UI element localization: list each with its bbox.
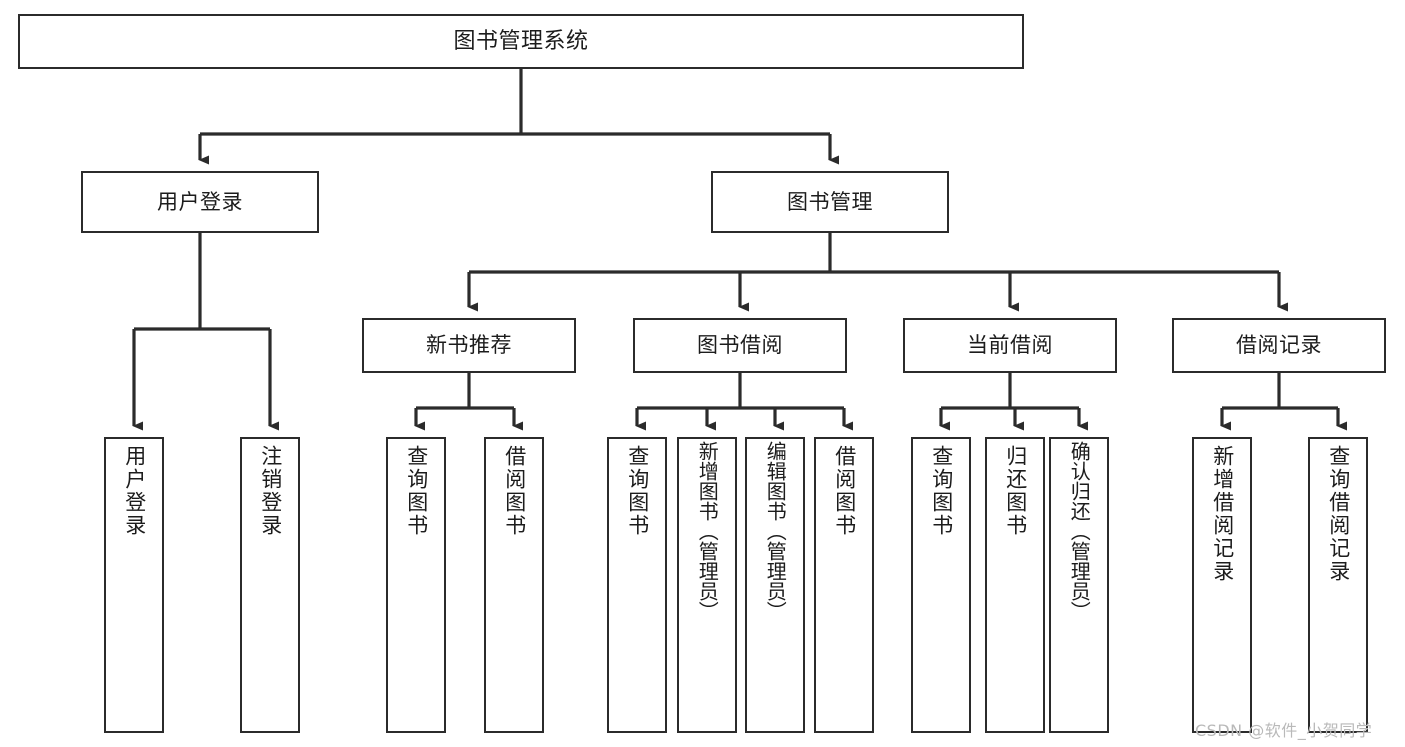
node-leaf-edit-book-label: 编辑图书（管理员） xyxy=(763,441,788,621)
node-book-borrow[interactable]: 图书借阅 xyxy=(633,318,847,373)
node-leaf-confirm-return[interactable]: 确认归还（管理员） xyxy=(1049,437,1109,733)
node-current-borrow-label: 当前借阅 xyxy=(967,333,1053,358)
node-leaf-borrow-book-2[interactable]: 借阅图书 xyxy=(814,437,874,733)
node-leaf-add-record-label: 新增借阅记录 xyxy=(1210,445,1235,583)
node-borrow-record-label: 借阅记录 xyxy=(1236,333,1322,358)
node-leaf-query-book-2-label: 查询图书 xyxy=(625,445,650,537)
node-leaf-add-book[interactable]: 新增图书（管理员） xyxy=(677,437,737,733)
node-new-book-rec[interactable]: 新书推荐 xyxy=(362,318,576,373)
node-user-login-label: 用户登录 xyxy=(157,189,243,214)
node-current-borrow[interactable]: 当前借阅 xyxy=(903,318,1117,373)
node-leaf-add-record[interactable]: 新增借阅记录 xyxy=(1192,437,1252,733)
node-leaf-confirm-return-label: 确认归还（管理员） xyxy=(1067,441,1092,621)
node-leaf-return-book[interactable]: 归还图书 xyxy=(985,437,1045,733)
node-leaf-borrow-book-1-label: 借阅图书 xyxy=(502,445,527,537)
node-book-manage-label: 图书管理 xyxy=(787,189,873,214)
csdn-watermark: CSDN @软件_小贺同学 xyxy=(1195,721,1373,740)
node-leaf-edit-book[interactable]: 编辑图书（管理员） xyxy=(745,437,805,733)
node-book-borrow-label: 图书借阅 xyxy=(697,333,783,358)
node-leaf-query-record[interactable]: 查询借阅记录 xyxy=(1308,437,1368,733)
node-leaf-query-book-3[interactable]: 查询图书 xyxy=(911,437,971,733)
node-leaf-user-login-label: 用户登录 xyxy=(122,445,147,537)
node-leaf-query-book-2[interactable]: 查询图书 xyxy=(607,437,667,733)
node-leaf-return-book-label: 归还图书 xyxy=(1003,445,1028,537)
node-leaf-add-book-label: 新增图书（管理员） xyxy=(695,441,720,621)
node-leaf-query-record-label: 查询借阅记录 xyxy=(1326,445,1351,583)
node-new-book-rec-label: 新书推荐 xyxy=(426,333,512,358)
node-leaf-user-login[interactable]: 用户登录 xyxy=(104,437,164,733)
node-leaf-query-book-1[interactable]: 查询图书 xyxy=(386,437,446,733)
node-leaf-borrow-book-2-label: 借阅图书 xyxy=(832,445,857,537)
node-leaf-logout-label: 注销登录 xyxy=(258,445,283,537)
node-borrow-record[interactable]: 借阅记录 xyxy=(1172,318,1386,373)
node-leaf-query-book-3-label: 查询图书 xyxy=(929,445,954,537)
node-leaf-logout[interactable]: 注销登录 xyxy=(240,437,300,733)
node-root[interactable]: 图书管理系统 xyxy=(18,14,1024,69)
node-book-manage[interactable]: 图书管理 xyxy=(711,171,949,233)
node-leaf-query-book-1-label: 查询图书 xyxy=(404,445,429,537)
node-root-label: 图书管理系统 xyxy=(453,28,589,54)
node-leaf-borrow-book-1[interactable]: 借阅图书 xyxy=(484,437,544,733)
node-user-login[interactable]: 用户登录 xyxy=(81,171,319,233)
